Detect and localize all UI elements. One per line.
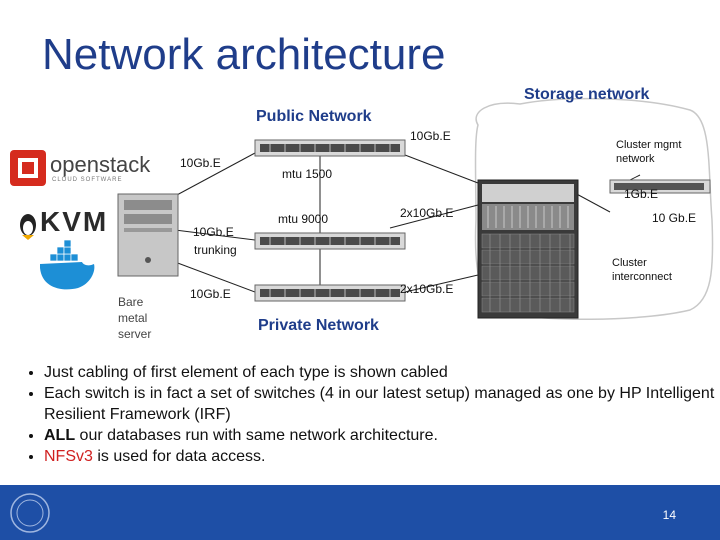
cluster-mgmt-switch	[609, 179, 711, 194]
mtu-1500-label: mtu 1500	[282, 167, 333, 181]
bullet-item: Each switch is in fact a set of switches…	[44, 383, 717, 425]
openstack-logo-subtext: CLOUD SOFTWARE	[52, 177, 123, 183]
mgmt-1gbe-label: 1Gb.E	[624, 187, 659, 201]
cluster-interconnect-label: Cluster interconnect	[612, 257, 672, 283]
docker-icon	[40, 239, 95, 290]
server-storage-speed-label: 10Gb.E	[193, 225, 234, 239]
server-public-speed-label: 10Gb.E	[180, 156, 221, 170]
bullet-text: Just cabling of first element of each ty…	[44, 364, 448, 381]
kvm-penguin-icon	[20, 214, 36, 240]
bare-metal-server-label: Bare metal server	[118, 295, 152, 341]
slide-title: Network architecture	[42, 30, 446, 79]
openstack-logo-mark	[10, 150, 46, 186]
bullet-item: Just cabling of first element of each ty…	[44, 362, 717, 383]
private-switch	[254, 284, 406, 302]
bullet-text: is used for data access.	[92, 448, 266, 465]
storage-array	[477, 179, 579, 319]
bullet-item: NFSv3 is used for data access.	[44, 446, 717, 467]
cluster-mgmt-network-label: Cluster mgmt network	[616, 139, 682, 165]
server-tower	[117, 193, 179, 277]
bullet-item: ALL our databases run with same network …	[44, 425, 717, 446]
bullet-highlight: NFSv3	[44, 448, 93, 465]
bullet-emphasis: ALL	[44, 427, 76, 444]
cluster-10gbe-label: 10 Gb.E	[652, 211, 697, 225]
trunking-label: trunking	[194, 243, 237, 257]
bullet-text: Each switch is in fact a set of switches…	[44, 385, 715, 423]
private-network-label: Private Network	[258, 317, 379, 334]
kvm-logo-text: KVM	[40, 206, 109, 237]
private-uplink-label: 2x10Gb.E	[400, 282, 454, 296]
storage-uplink-label: 2x10Gb.E	[400, 206, 454, 220]
cern-logo-icon	[10, 493, 50, 533]
storage-switch	[254, 232, 406, 250]
bullet-text: our databases run with same network arch…	[75, 427, 438, 444]
openstack-logo-text: openstack	[50, 152, 151, 177]
page-number: 14	[662, 508, 676, 522]
server-private-speed-label: 10Gb.E	[190, 287, 231, 301]
network-diagram	[10, 97, 714, 320]
public-switch-speed-label: 10Gb.E	[410, 129, 451, 143]
footer-bar: 14	[0, 485, 720, 540]
mtu-9000-label: mtu 9000	[278, 212, 329, 226]
bullet-list: Just cabling of first element of each ty…	[22, 362, 717, 467]
storage-network-label: Storage network	[524, 86, 650, 103]
public-network-label: Public Network	[256, 108, 372, 125]
public-switch	[254, 139, 406, 157]
